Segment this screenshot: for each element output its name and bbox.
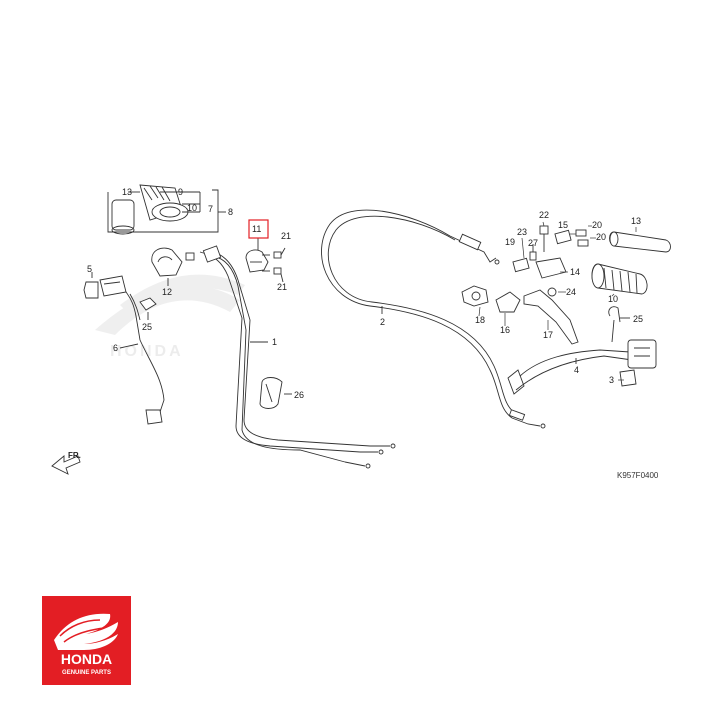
callout-2: 2 bbox=[380, 317, 385, 327]
callout-21-upper: 21 bbox=[281, 231, 291, 241]
callout-9: 9 bbox=[178, 187, 183, 197]
honda-genuine-parts-logo: HONDA GENUINE PARTS bbox=[42, 596, 131, 685]
front-direction-label: FR. bbox=[68, 451, 81, 460]
callout-20-lower: 20 bbox=[596, 232, 606, 242]
callout-24: 24 bbox=[566, 287, 576, 297]
throttle-housing-cover bbox=[245, 238, 269, 273]
callout-5: 5 bbox=[87, 264, 92, 274]
callout-16: 16 bbox=[500, 325, 510, 335]
callout-4: 4 bbox=[574, 365, 579, 375]
callout-15: 15 bbox=[558, 220, 568, 230]
callout-10-left: 10 bbox=[187, 203, 197, 213]
callout-19: 19 bbox=[505, 237, 515, 247]
watermark-text: HONDA bbox=[110, 343, 184, 360]
callout-13-right: 13 bbox=[631, 216, 641, 226]
callout-23: 23 bbox=[517, 227, 527, 237]
throttle-grip-assembly bbox=[107, 184, 226, 235]
callout-14: 14 bbox=[570, 267, 580, 277]
throttle-housing bbox=[151, 247, 195, 286]
callout-10-right: 10 bbox=[608, 294, 618, 304]
callout-21-lower: 21 bbox=[277, 282, 287, 292]
callout-7: 7 bbox=[208, 204, 213, 214]
callout-6: 6 bbox=[113, 343, 118, 353]
clutch-cable bbox=[321, 209, 546, 429]
callout-26: 26 bbox=[294, 390, 304, 400]
throttle-cable bbox=[199, 245, 396, 469]
callout-8: 8 bbox=[228, 207, 233, 217]
callout-17: 17 bbox=[543, 330, 553, 340]
callout-25-left: 25 bbox=[142, 322, 152, 332]
part-code: K957F0400 bbox=[617, 471, 659, 480]
callout-1: 1 bbox=[272, 337, 277, 347]
callout-labels: 13 9 10 7 8 11 21 21 12 5 25 6 1 26 2 22… bbox=[87, 187, 659, 480]
callout-27: 27 bbox=[528, 238, 538, 248]
callout-11: 11 bbox=[252, 224, 261, 234]
callout-leaders bbox=[478, 221, 637, 381]
callout-25-right: 25 bbox=[633, 314, 643, 324]
logo-tagline: GENUINE PARTS bbox=[62, 670, 111, 676]
callout-13-left: 13 bbox=[122, 187, 132, 197]
logo-brand: HONDA bbox=[61, 651, 112, 667]
cable-tie-right bbox=[608, 306, 630, 343]
callout-3: 3 bbox=[609, 375, 614, 385]
clutch-lever-assembly bbox=[461, 225, 589, 345]
bolt-21-upper bbox=[262, 247, 286, 259]
callout-18: 18 bbox=[475, 315, 485, 325]
left-switch-harness bbox=[507, 339, 657, 395]
callout-20-upper: 20 bbox=[592, 220, 602, 230]
bolt-21-lower bbox=[262, 267, 284, 283]
callout-22: 22 bbox=[539, 210, 549, 220]
handlebar-grip-right bbox=[591, 231, 671, 295]
cable-band bbox=[259, 377, 292, 409]
highlight-box bbox=[248, 219, 269, 239]
engine-stop-switch-harness bbox=[83, 272, 165, 425]
callout-12: 12 bbox=[162, 287, 172, 297]
front-direction-arrow: FR. bbox=[51, 451, 81, 475]
